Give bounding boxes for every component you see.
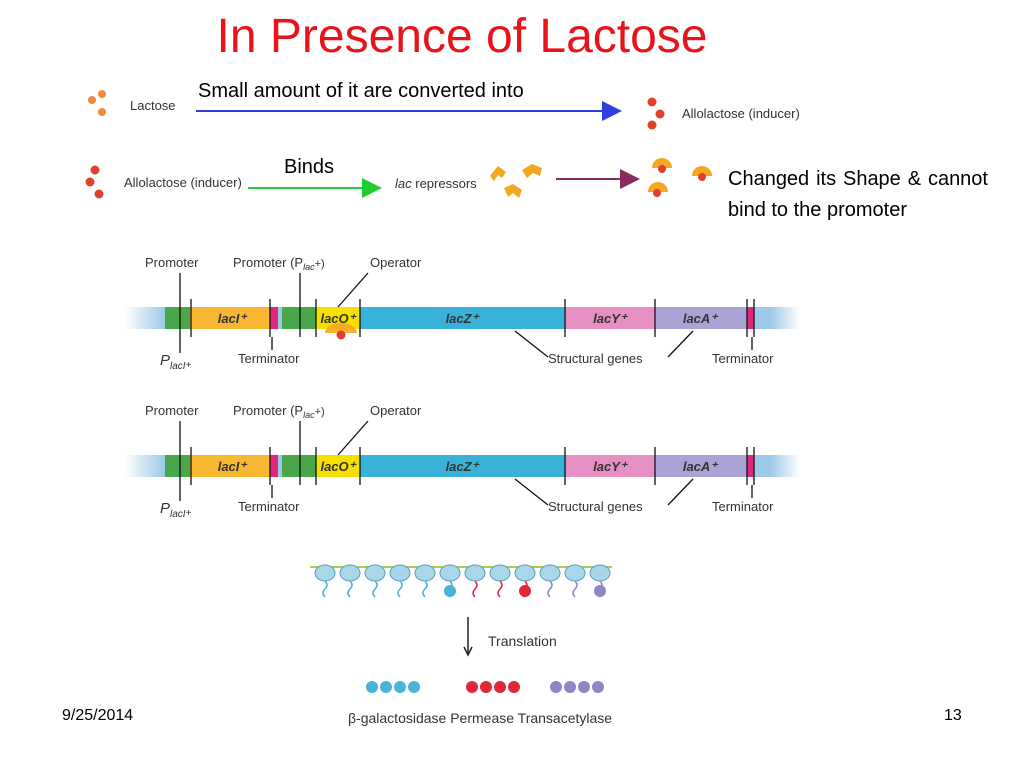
ribosome-icon (364, 564, 386, 582)
lacz-segment-label: lacZ⁺ (446, 311, 481, 326)
laci-segment (190, 307, 270, 329)
protein-products (366, 681, 604, 693)
terminator-end-segment (747, 307, 754, 329)
promoter-lac-segment (282, 307, 316, 329)
ribosome-icon (464, 564, 486, 582)
protein-icon (408, 681, 420, 693)
ribosome-icon (439, 564, 461, 582)
terminator-label-left: Terminator (238, 351, 300, 366)
laca-segment (655, 455, 747, 477)
promoter-lac-segment (282, 455, 316, 477)
ribosome-icon (514, 564, 536, 582)
ribosome-icon (314, 564, 336, 582)
placi-label: PlacI+ (160, 352, 192, 372)
lacy-segment-label: lacY⁺ (593, 311, 629, 326)
ribosome-icon (339, 564, 361, 582)
laci-segment-label: lacI⁺ (218, 311, 249, 326)
laco-segment (316, 307, 360, 329)
laco-segment-label: lacO⁺ (320, 459, 357, 474)
laco-segment (316, 455, 360, 477)
translation-label: Translation (488, 633, 557, 649)
terminator-segment (270, 307, 278, 329)
slide-date: 9/25/2014 (62, 707, 134, 724)
ribosome-icon (489, 564, 511, 582)
conversion-caption: Small amount of it are converted into (198, 80, 524, 102)
terminator-segment (270, 455, 278, 477)
lacy-segment-label: lacY⁺ (593, 459, 629, 474)
binds-caption: Binds (284, 156, 335, 178)
slide-title: In Presence of Lactose (216, 10, 708, 63)
promoter-lac-label: Promoter (Plac+) (233, 403, 325, 420)
allolactose-product-label: Allolactose (inducer) (682, 106, 800, 121)
operon-bottom: lacI⁺ lacO⁺ lacZ⁺ lacY⁺ lacA⁺ Promoter Promote… (125, 403, 800, 520)
repressor-label: lac repressors (395, 176, 477, 191)
ribosome-row (314, 564, 611, 598)
lacz-segment (360, 455, 565, 477)
repressor-icon (490, 164, 542, 198)
promoter-lac-label: Promoter (Plac+) (233, 255, 325, 272)
protein-icon (564, 681, 576, 693)
promoter-placi-segment (165, 455, 190, 477)
induction-diagram: Lactose Allolactose (inducer) Allolactos… (85, 90, 800, 199)
structural-genes-label: Structural genes (548, 499, 643, 514)
protein-icon (380, 681, 392, 693)
terminator-end-segment (747, 455, 754, 477)
protein-icon (494, 681, 506, 693)
promoter-label: Promoter (145, 255, 199, 270)
inactive-repressor-icon (648, 158, 712, 197)
protein-icon (550, 681, 562, 693)
structural-genes-label: Structural genes (548, 351, 643, 366)
inducer-icon (85, 165, 104, 199)
protein-icon (466, 681, 478, 693)
protein-icon (394, 681, 406, 693)
placi-label: PlacI+ (160, 500, 192, 520)
allolactose-icon (647, 97, 665, 130)
ribosome-icon (414, 564, 436, 582)
laco-segment-label: lacO⁺ (320, 311, 357, 326)
protein-icon (508, 681, 520, 693)
shape-change-description: Changed its Shape & cannot bind to the p… (728, 168, 988, 221)
inducer-label: Allolactose (inducer) (124, 175, 242, 190)
ribosome-icon (539, 564, 561, 582)
protein-names: β-galactosidase Permease Transacetylase (348, 710, 613, 726)
promoter-placi-segment (165, 307, 190, 329)
lactose-icon (88, 90, 106, 116)
ribosome-icon (564, 564, 586, 582)
protein-icon (578, 681, 590, 693)
lacy-segment (565, 307, 655, 329)
protein-icon (366, 681, 378, 693)
slide-number: 13 (944, 707, 962, 724)
operator-label: Operator (370, 255, 422, 270)
terminator-label-right: Terminator (712, 499, 774, 514)
operon-top: lacI⁺ lacO⁺ lacZ⁺ lacY⁺ lacA⁺ Promoter Promote… (125, 255, 800, 372)
laca-segment-label: lacA⁺ (683, 311, 719, 326)
terminator-label-right: Terminator (712, 351, 774, 366)
laci-segment-label: lacI⁺ (218, 459, 249, 474)
promoter-label: Promoter (145, 403, 199, 418)
laca-segment (655, 307, 747, 329)
operator-label: Operator (370, 403, 422, 418)
ribosome-icon (389, 564, 411, 582)
ribosome-icon (589, 564, 611, 582)
terminator-label-left: Terminator (238, 499, 300, 514)
translation-diagram (310, 564, 612, 693)
protein-icon (592, 681, 604, 693)
inactive-repressor-icon (325, 323, 357, 333)
laca-segment-label: lacA⁺ (683, 459, 719, 474)
lactose-label: Lactose (130, 98, 176, 113)
lacz-segment-label: lacZ⁺ (446, 459, 481, 474)
lacz-segment (360, 307, 565, 329)
protein-icon (480, 681, 492, 693)
lacy-segment (565, 455, 655, 477)
laci-segment (190, 455, 270, 477)
